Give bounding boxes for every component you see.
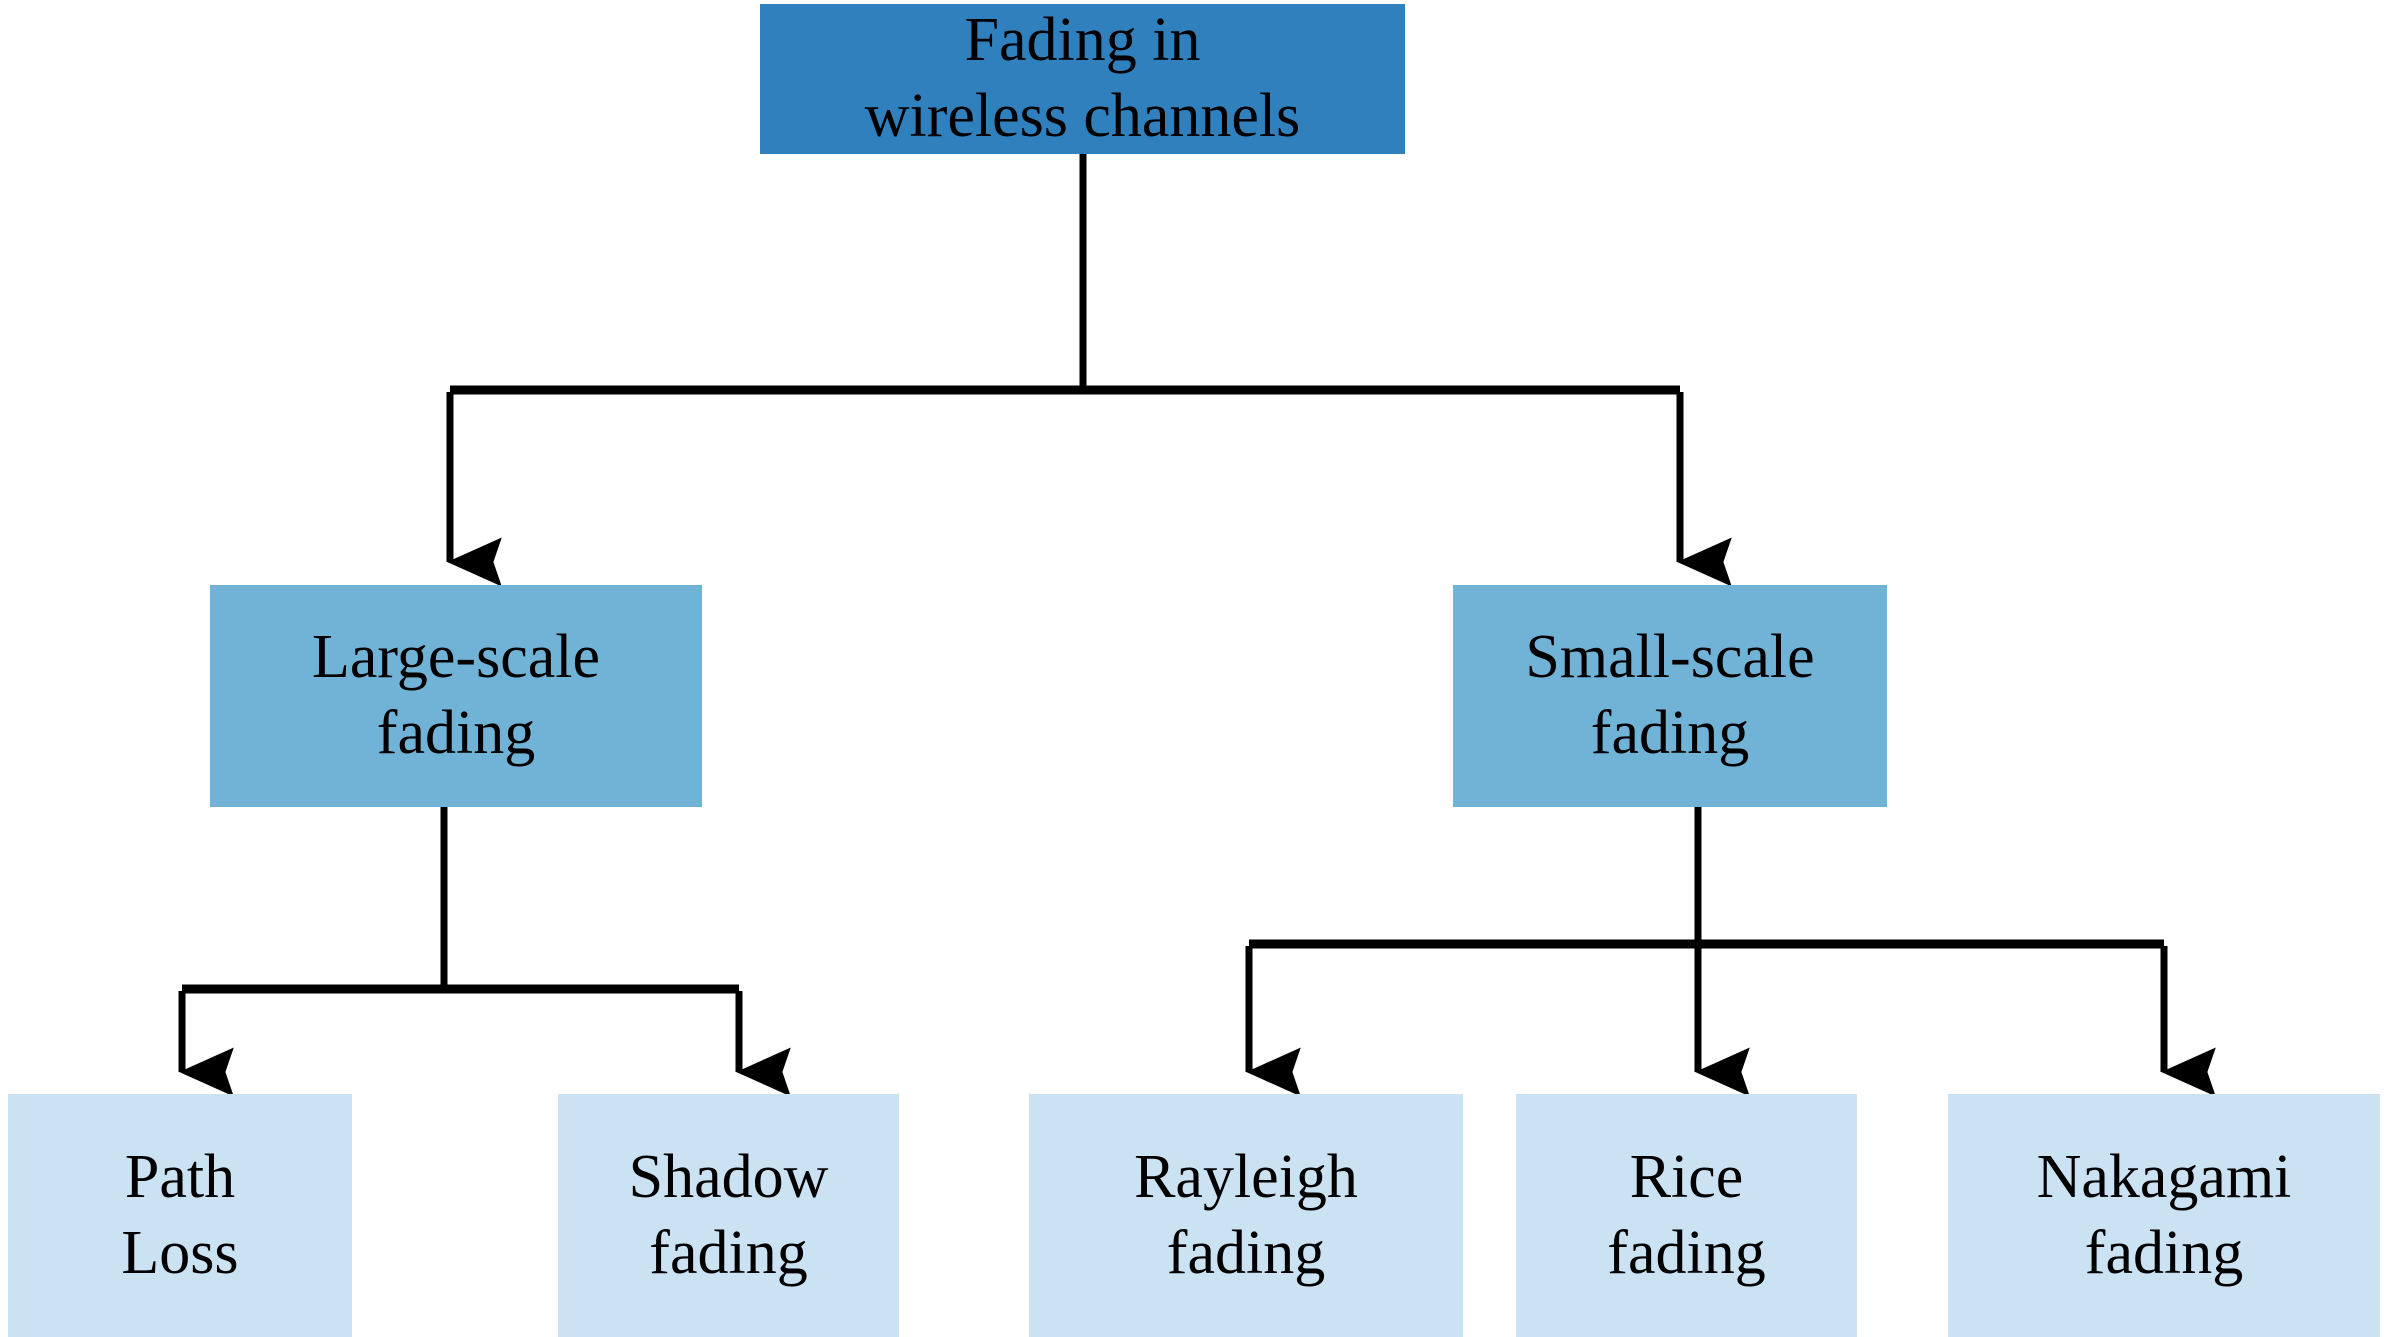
node-shadow-fading[interactable]: Shadow fading [558, 1094, 899, 1337]
node-label-line-1: Rayleigh [1134, 1142, 1358, 1211]
node-rice-fading[interactable]: Rice fading [1516, 1094, 1857, 1337]
node-nakagami-fading[interactable]: Nakagami fading [1948, 1094, 2380, 1337]
node-large-scale-fading[interactable]: Large-scale fading [210, 585, 702, 807]
edge-small-scale-to-leaves [1245, 807, 2216, 1097]
node-label-line-2: wireless channels [864, 82, 1301, 150]
node-label-line-2: fading [1166, 1218, 1326, 1287]
node-path-loss[interactable]: Path Loss [8, 1094, 352, 1337]
node-label-line-2: fading [1607, 1218, 1766, 1287]
node-label-line-2: fading [2084, 1218, 2244, 1287]
node-label-line-1: Shadow [628, 1142, 829, 1211]
node-fading-in-wireless-channels[interactable]: Fading in wireless channels [760, 4, 1405, 154]
node-label-line-2: Loss [121, 1218, 239, 1287]
node-label-line-2: fading [376, 699, 536, 767]
node-rayleigh-fading[interactable]: Rayleigh fading [1029, 1094, 1463, 1337]
node-label-line-2: fading [1590, 699, 1750, 767]
edge-root-to-level2 [446, 154, 1732, 587]
node-label-line-1: Large-scale [312, 623, 600, 692]
node-label-line-1: Small-scale [1525, 623, 1815, 692]
node-label-line-1: Fading in [964, 6, 1201, 75]
node-small-scale-fading[interactable]: Small-scale fading [1453, 585, 1887, 807]
node-label-line-1: Nakagami [2036, 1142, 2292, 1211]
node-label-line-1: Path [124, 1142, 236, 1211]
node-label-line-1: Rice [1629, 1142, 1744, 1211]
node-label-line-2: fading [649, 1218, 808, 1287]
edge-large-scale-to-leaves [178, 807, 791, 1097]
